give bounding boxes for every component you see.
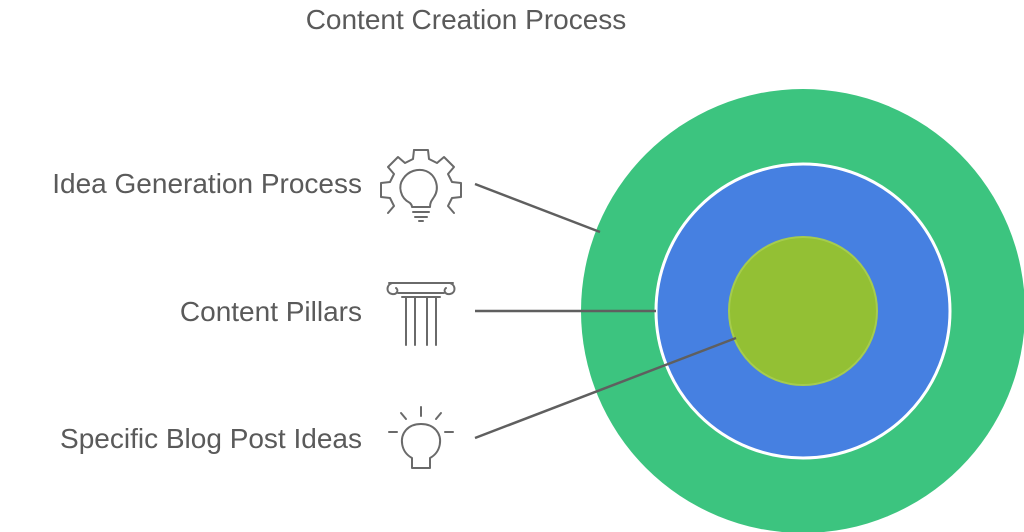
pillar-icon — [386, 282, 456, 346]
inner-circle-blog-post-ideas — [728, 236, 878, 386]
gear-lightbulb-icon — [380, 149, 462, 222]
connector-line-idea-generation — [474, 182, 601, 234]
connector-line-blog-post-ideas — [474, 336, 737, 440]
lightbulb-icon — [388, 406, 454, 469]
label-content-pillars: Content Pillars — [179, 296, 362, 327]
diagram-title: Content Creation Process — [305, 4, 627, 35]
label-idea-generation-process: Idea Generation Process — [52, 168, 362, 199]
label-specific-blog-post-ideas: Specific Blog Post Ideas — [60, 423, 362, 454]
